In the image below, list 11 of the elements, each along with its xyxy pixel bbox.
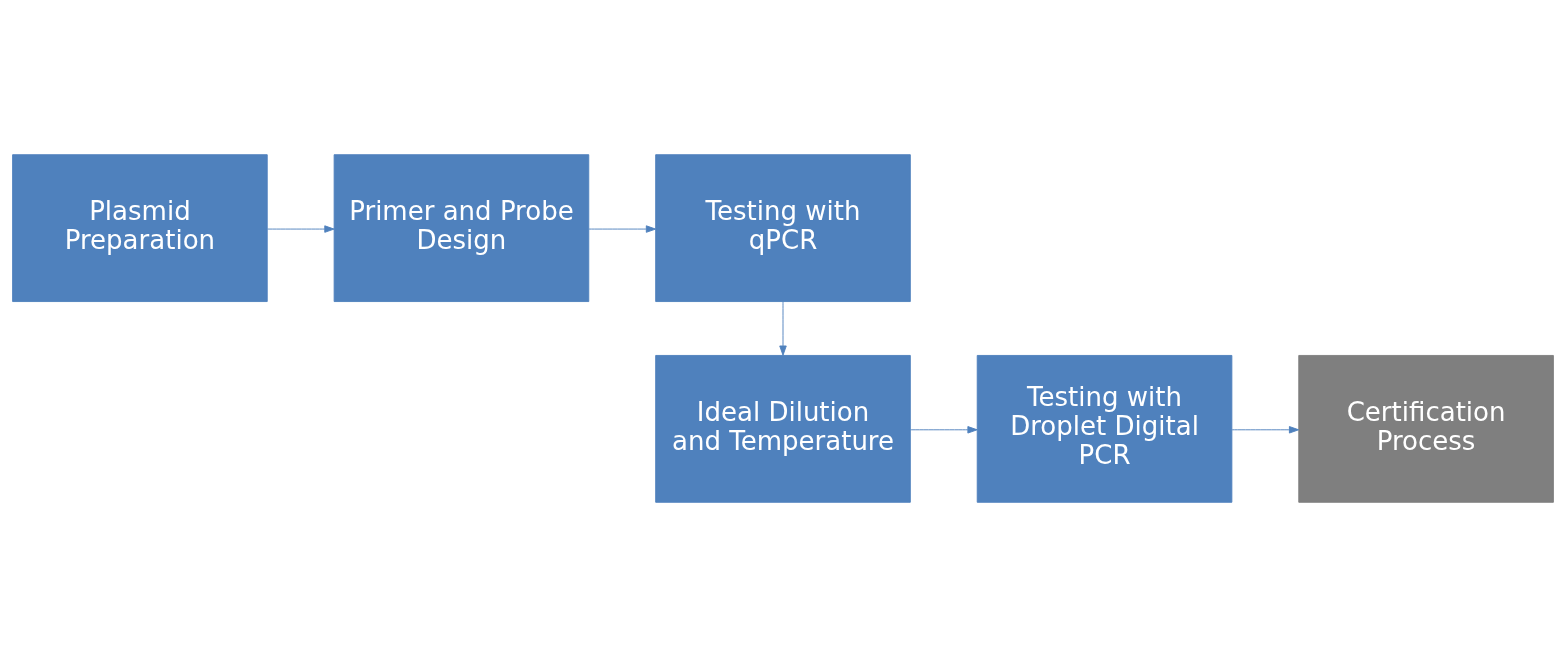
node-box: Plasmid Preparation (12, 154, 268, 302)
node-box: Testing with qPCR (655, 154, 911, 302)
arrow (1231, 426, 1300, 434)
node-box: Testing with Droplet Digital PCR (976, 355, 1233, 503)
arrow (588, 225, 657, 233)
node-box: Certification Process (1298, 355, 1554, 503)
node-box: Ideal Dilution and Temperature (655, 355, 911, 503)
node-box: Primer and Probe Design (333, 154, 590, 302)
arrow (910, 426, 978, 434)
arrow (267, 225, 335, 233)
arrow (779, 301, 787, 356)
